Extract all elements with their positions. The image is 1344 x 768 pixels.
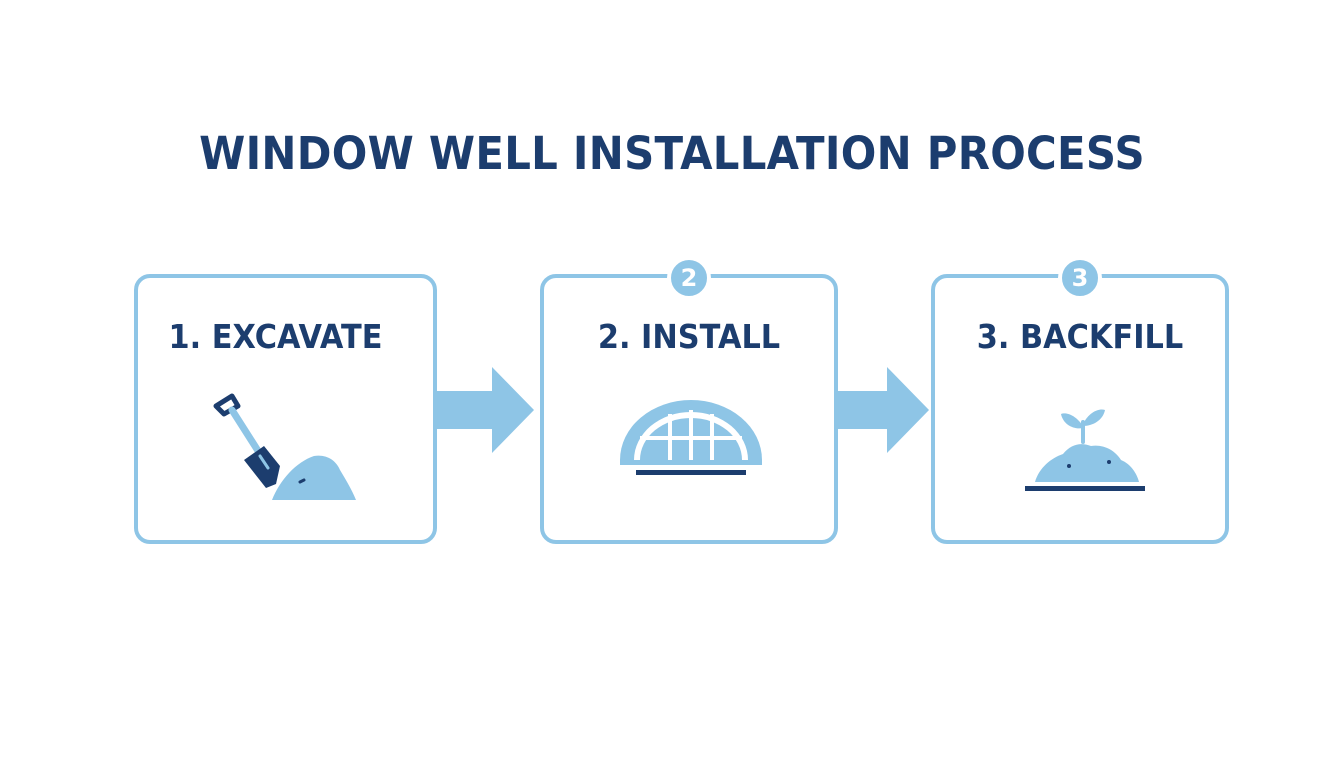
window-well-icon: [620, 400, 762, 475]
step-label-excavate: 1. EXCAVATE: [168, 317, 383, 356]
shovel-dirt-icon: [213, 393, 356, 500]
step-card-install: 2 2. INSTALL: [540, 256, 838, 544]
step-card-excavate: 1. EXCAVATE: [134, 274, 437, 544]
arrow-right-icon: [436, 367, 534, 453]
arrow-right-icon: [837, 367, 929, 453]
step-label-backfill: 3. BACKFILL: [976, 317, 1184, 356]
diagram-title: WINDOW WELL INSTALLATION PROCESS: [199, 127, 1145, 180]
step-badge-3: 3: [1058, 256, 1102, 300]
step-label-install: 2. INSTALL: [597, 317, 781, 356]
soil-sprout-icon: [1025, 409, 1145, 491]
step-badge-2: 2: [667, 256, 711, 300]
step-card-backfill: 3 3. BACKFILL: [931, 256, 1229, 544]
